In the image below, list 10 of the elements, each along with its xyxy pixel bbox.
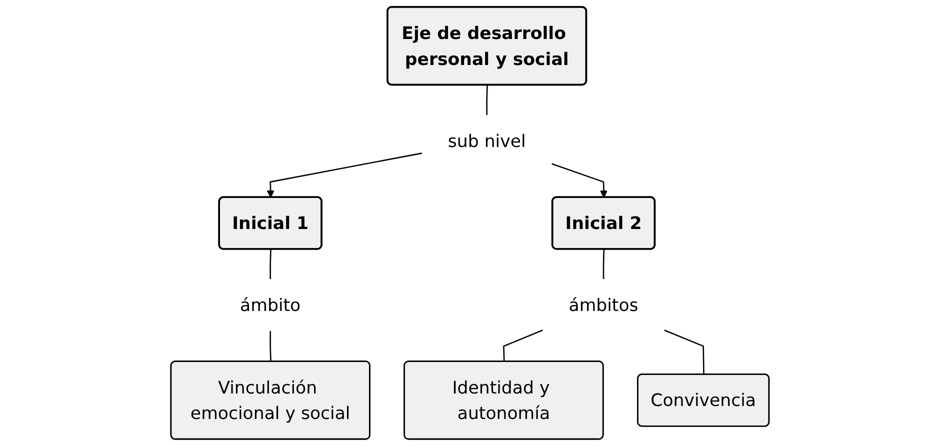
- connector: [269, 249, 271, 280]
- node-text: ámbito: [240, 294, 300, 316]
- node-text: sub nivel: [447, 130, 526, 152]
- connector: [602, 249, 604, 280]
- node-text: ámbitos: [568, 294, 638, 316]
- connector: [269, 331, 271, 362]
- arrow: [266, 152, 422, 198]
- connector: [486, 85, 488, 115]
- arrow: [551, 163, 608, 198]
- connector: [502, 330, 543, 362]
